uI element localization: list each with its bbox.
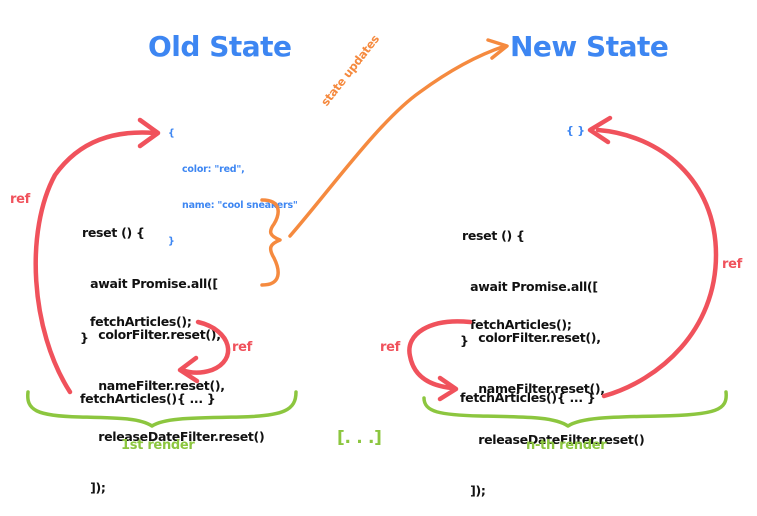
code-line: reset () { — [82, 225, 145, 240]
old-state-object: { color: "red", name: "cool sneakers" } — [168, 104, 298, 260]
state-update-arrow — [288, 44, 507, 238]
ref-arrow-right — [595, 127, 719, 399]
nth-render-fetch-def: fetchArticles(){ ... } — [460, 390, 596, 405]
nth-render-label: n-th render — [526, 438, 607, 453]
old-state-title: Old State — [148, 30, 292, 63]
code-line: colorFilter.reset(), — [462, 330, 601, 345]
ref-arrow-fetch-right — [407, 319, 473, 391]
code-line: reset () { — [462, 228, 525, 243]
first-render-fetch-def: fetchArticles(){ ... } — [80, 391, 216, 406]
first-render-closing-brace: } — [80, 330, 89, 345]
ref-arrow-left-head — [137, 117, 161, 149]
ref-label-right: ref — [722, 257, 742, 272]
code-line: releaseDateFilter.reset() — [82, 429, 265, 444]
code-line: await Promise.all([ — [82, 276, 218, 291]
code-line: nameFilter.reset(), — [82, 378, 225, 393]
old-state-object-line: } — [168, 236, 175, 247]
old-state-object-line: { — [168, 128, 175, 139]
nth-render-fetch-call: fetchArticles(); — [470, 317, 572, 332]
ellipsis-label: [. . .] — [337, 428, 382, 448]
code-line: ]); — [82, 480, 106, 495]
nth-render-closing-brace: } — [460, 333, 469, 348]
first-render-brace — [26, 390, 298, 428]
first-render-fetch-call: fetchArticles(); — [90, 314, 192, 329]
ref-arrow-right-head — [587, 115, 613, 145]
old-state-object-line: color: "red", — [182, 164, 245, 175]
ref-arrow-fetch-right-head — [437, 375, 459, 402]
state-update-arrow-head — [486, 38, 509, 60]
code-line: ]); — [462, 483, 486, 498]
new-state-object: { } — [566, 124, 585, 137]
new-state-title: New State — [510, 30, 669, 63]
ref-arrow-left — [33, 130, 158, 395]
ref-arrow-fetch-left-head — [177, 355, 200, 384]
ref-arrow-fetch-left — [179, 319, 231, 375]
ref-label-fetch-right: ref — [380, 340, 400, 355]
code-line: colorFilter.reset(), — [82, 327, 221, 342]
code-line: releaseDateFilter.reset() — [462, 432, 645, 447]
state-update-brace — [260, 198, 282, 287]
first-render-reset-code: reset () { await Promise.all([ colorFilt… — [82, 190, 265, 513]
diagram-arrows — [26, 38, 728, 428]
ref-label-fetch-left: ref — [232, 340, 252, 355]
nth-render-brace — [422, 390, 728, 428]
code-line: nameFilter.reset(), — [462, 381, 605, 396]
code-line: await Promise.all([ — [462, 279, 598, 294]
old-state-object-line: name: "cool sneakers" — [182, 200, 298, 211]
ref-label-left: ref — [10, 192, 30, 207]
first-render-label: 1st render — [121, 438, 195, 453]
